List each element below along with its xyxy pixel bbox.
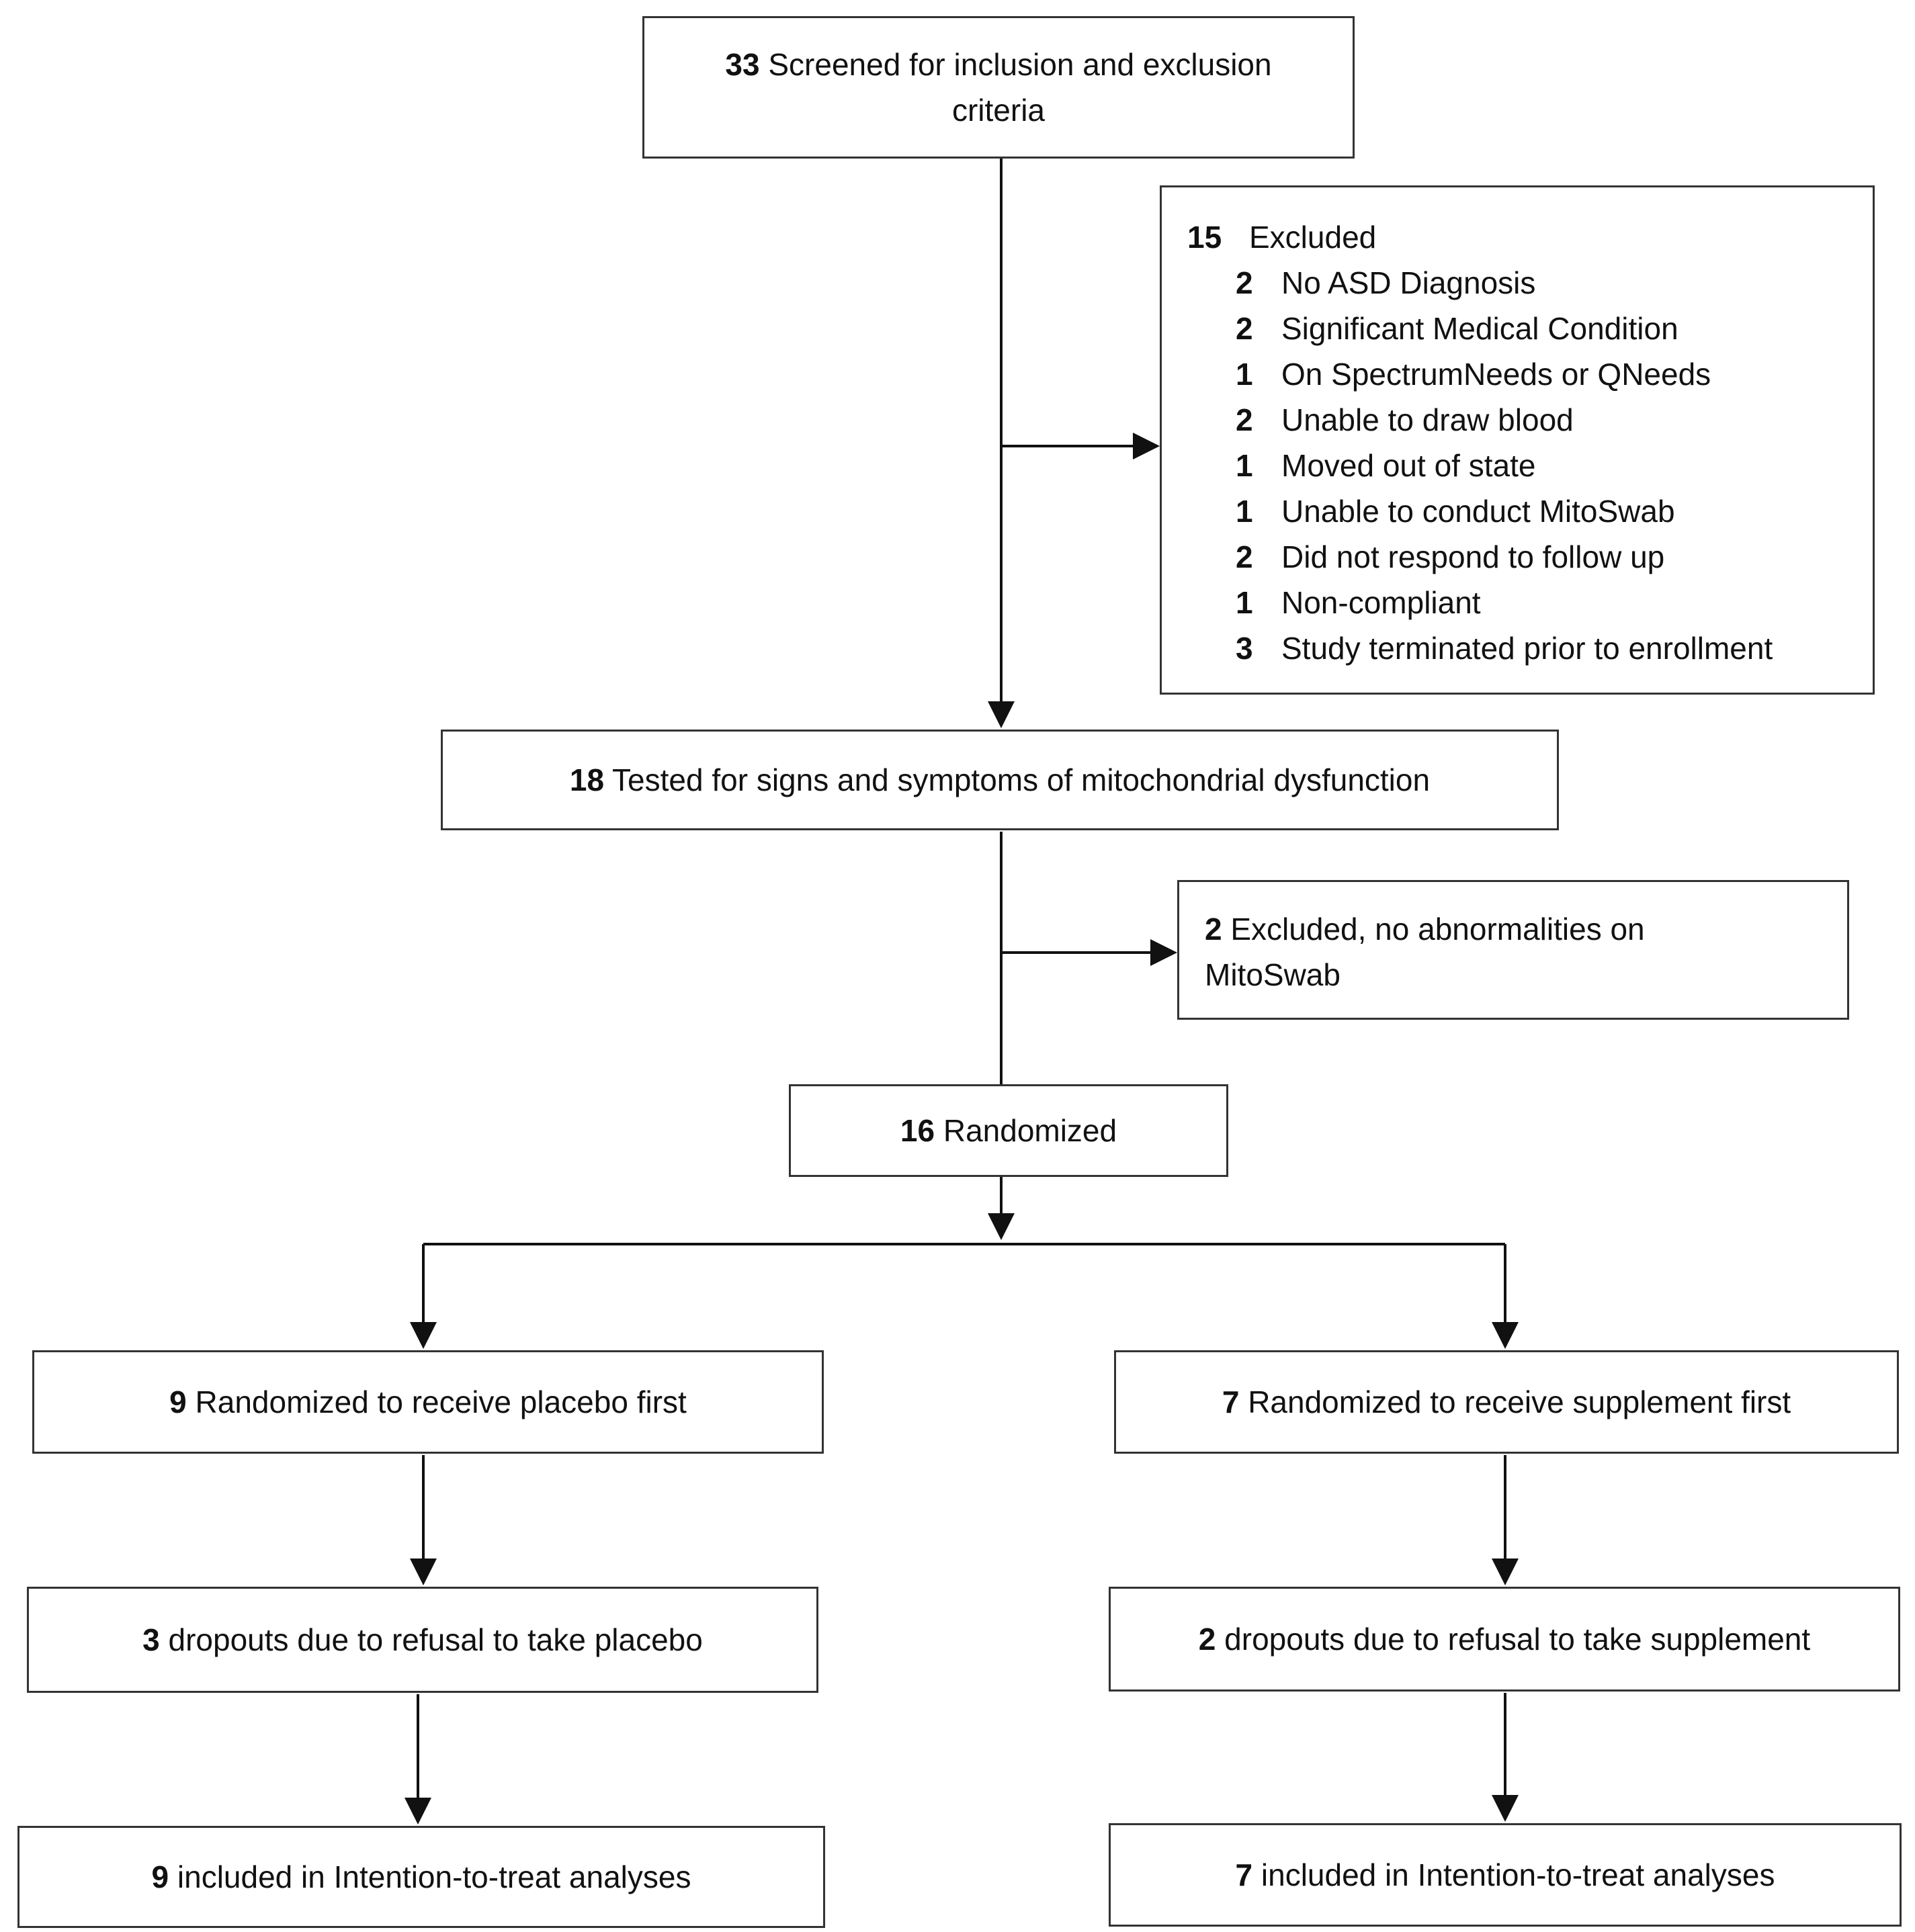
excluded-reason-text: Study terminated prior to enrollment xyxy=(1281,631,1773,666)
tested-count: 18 xyxy=(569,762,605,797)
screened-text-line2: criteria xyxy=(951,93,1046,128)
randomized-text: Randomized xyxy=(943,1113,1117,1148)
excluded-count: 15 xyxy=(1187,220,1222,255)
placebo-dropouts-count: 3 xyxy=(142,1622,160,1657)
excluded-reason-text: On SpectrumNeeds or QNeeds xyxy=(1281,357,1711,392)
excluded-reason-count: 1 xyxy=(1236,357,1253,392)
supplement-dropouts-text: dropouts due to refusal to take suppleme… xyxy=(1224,1622,1811,1657)
screened-count: 33 xyxy=(725,47,760,82)
randomized-box: 16 Randomized xyxy=(789,1084,1228,1177)
supplement-first-text: Randomized to receive supplement first xyxy=(1248,1385,1791,1419)
placebo-first-text: Randomized to receive placebo first xyxy=(195,1385,687,1419)
supplement-first-box: 7 Randomized to receive supplement first xyxy=(1114,1350,1899,1454)
excluded-reason-count: 2 xyxy=(1236,402,1253,437)
screened-box: 33 Screened for inclusion and exclusion … xyxy=(642,16,1355,159)
supplement-analyzed-text: included in Intention-to-treat analyses xyxy=(1261,1857,1775,1892)
excluded-reason: 1 On SpectrumNeeds or QNeeds xyxy=(1187,351,1847,397)
excluded-reason: 2 No ASD Diagnosis xyxy=(1187,260,1847,306)
placebo-analyzed-count: 9 xyxy=(151,1859,169,1894)
excluded2-count: 2 xyxy=(1205,912,1222,947)
placebo-dropouts-text: dropouts due to refusal to take placebo xyxy=(168,1622,703,1657)
screened-text: Screened for inclusion and exclusion xyxy=(768,47,1272,82)
randomized-count: 16 xyxy=(900,1113,935,1148)
placebo-first-count: 9 xyxy=(169,1385,187,1419)
supplement-first-count: 7 xyxy=(1222,1385,1240,1419)
excluded-reason: 2 Significant Medical Condition xyxy=(1187,306,1847,351)
supplement-analyzed-count: 7 xyxy=(1235,1857,1253,1892)
excluded2-text: Excluded, no abnormalities on xyxy=(1230,912,1645,947)
excluded-reason-count: 1 xyxy=(1236,494,1253,529)
excluded-reason-text: Did not respond to follow up xyxy=(1281,539,1665,574)
supplement-dropouts-count: 2 xyxy=(1198,1622,1216,1657)
excluded2-text-line2: MitoSwab xyxy=(1205,957,1340,992)
excluded-reason: 1 Unable to conduct MitoSwab xyxy=(1187,488,1847,534)
supplement-dropouts-box: 2 dropouts due to refusal to take supple… xyxy=(1109,1587,1900,1692)
excluded-reason: 3 Study terminated prior to enrollment xyxy=(1187,625,1847,671)
excluded-reason-count: 1 xyxy=(1236,585,1253,620)
excluded-reason-count: 3 xyxy=(1236,631,1253,666)
excluded-reason: 1 Non-compliant xyxy=(1187,580,1847,625)
excluded-reason: 1 Moved out of state xyxy=(1187,443,1847,488)
tested-text: Tested for signs and symptoms of mitocho… xyxy=(612,762,1431,797)
supplement-analyzed-box: 7 included in Intention-to-treat analyse… xyxy=(1109,1823,1902,1927)
excluded-no-abnormalities-box: 2 Excluded, no abnormalities on MitoSwab xyxy=(1177,880,1849,1020)
excluded-reason-count: 2 xyxy=(1236,539,1253,574)
excluded-reason-text: Moved out of state xyxy=(1281,448,1536,483)
excluded-reason-count: 1 xyxy=(1236,448,1253,483)
excluded-label: Excluded xyxy=(1249,220,1377,255)
tested-box: 18 Tested for signs and symptoms of mito… xyxy=(441,730,1559,830)
excluded-header: 15 Excluded xyxy=(1187,214,1847,260)
excluded-reason-text: No ASD Diagnosis xyxy=(1281,265,1536,300)
excluded-reason-text: Non-compliant xyxy=(1281,585,1481,620)
placebo-analyzed-box: 9 included in Intention-to-treat analyse… xyxy=(17,1826,825,1928)
excluded-reason-text: Unable to conduct MitoSwab xyxy=(1281,494,1675,529)
excluded-reason-text: Unable to draw blood xyxy=(1281,402,1574,437)
placebo-first-box: 9 Randomized to receive placebo first xyxy=(32,1350,824,1454)
placebo-dropouts-box: 3 dropouts due to refusal to take placeb… xyxy=(27,1587,818,1693)
excluded-reason-count: 2 xyxy=(1236,311,1253,346)
excluded-reason-count: 2 xyxy=(1236,265,1253,300)
excluded-reason: 2 Did not respond to follow up xyxy=(1187,534,1847,580)
excluded-box: 15 Excluded 2 No ASD Diagnosis 2 Signifi… xyxy=(1160,185,1875,695)
excluded-reason-text: Significant Medical Condition xyxy=(1281,311,1678,346)
excluded-reason: 2 Unable to draw blood xyxy=(1187,397,1847,443)
placebo-analyzed-text: included in Intention-to-treat analyses xyxy=(177,1859,691,1894)
